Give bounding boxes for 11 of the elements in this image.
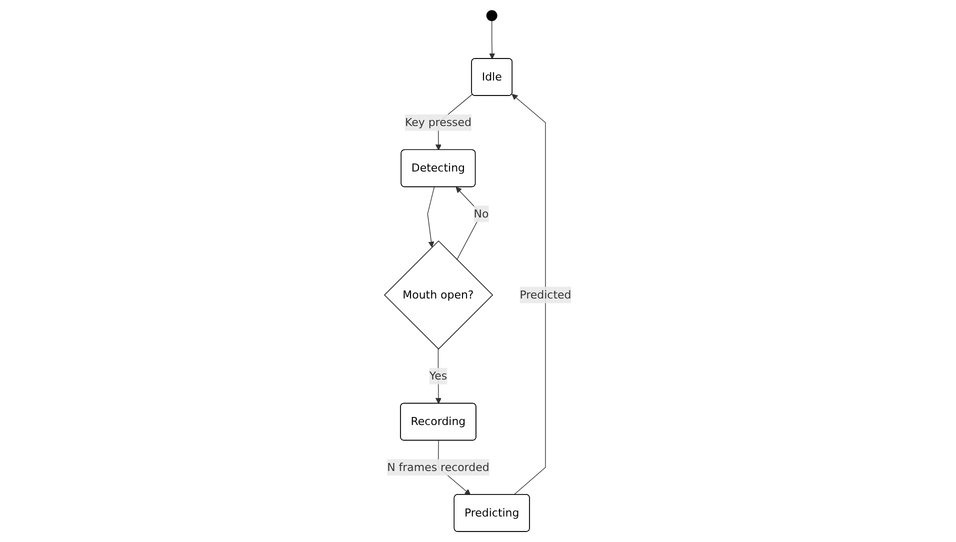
arrow bbox=[489, 20, 496, 60]
node-diamond: Mouth open? bbox=[384, 240, 494, 350]
edge-label: Key pressed bbox=[405, 116, 472, 129]
edge-label: Predicted bbox=[520, 288, 572, 302]
node-circle bbox=[486, 10, 498, 22]
edge-label: No bbox=[474, 206, 489, 220]
arrow bbox=[436, 348, 442, 404]
arrow bbox=[427, 186, 435, 248]
edge-label: N frames recorded bbox=[387, 460, 490, 474]
arrow bbox=[512, 94, 546, 496]
edge-label: Yes bbox=[429, 369, 448, 382]
